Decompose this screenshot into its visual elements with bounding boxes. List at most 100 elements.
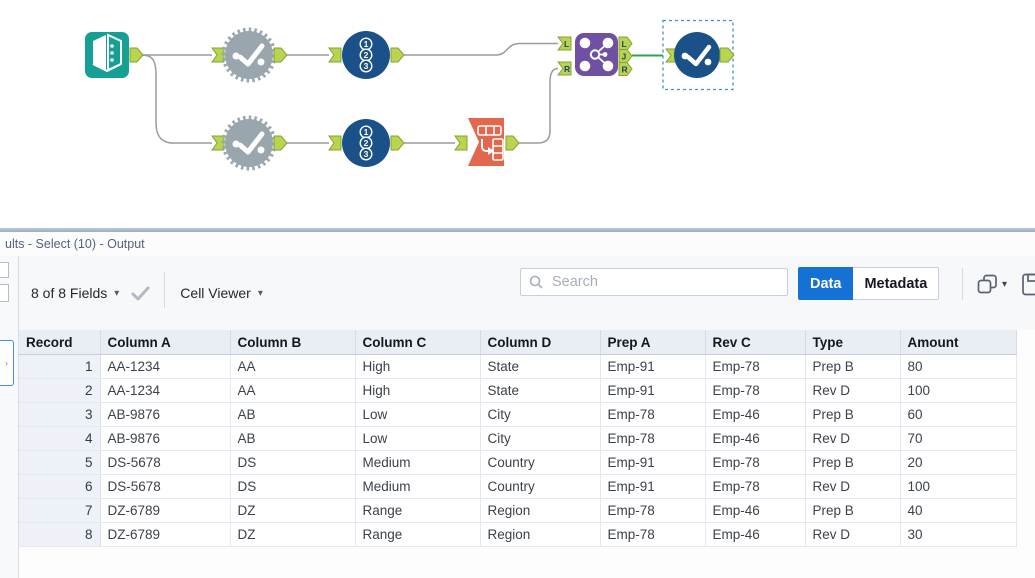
table-cell[interactable]: DS-5678 xyxy=(100,450,231,475)
table-cell[interactable]: AB-9876 xyxy=(100,426,231,451)
table-cell[interactable]: City xyxy=(480,426,601,451)
column-header[interactable]: Rev C xyxy=(705,330,806,355)
rail-expand-button[interactable]: › xyxy=(0,340,14,386)
input-anchor-right[interactable] xyxy=(556,61,572,76)
table-cell[interactable]: 80 xyxy=(900,354,1017,379)
wire-recordid-top-to-join-L[interactable] xyxy=(404,42,558,56)
output-anchor[interactable] xyxy=(273,135,288,151)
table-cell[interactable]: Emp-46 xyxy=(705,522,806,547)
table-cell[interactable]: Emp-78 xyxy=(600,498,706,523)
record-number-cell[interactable]: 1 xyxy=(19,354,101,379)
record-number-cell[interactable]: 2 xyxy=(19,378,101,403)
input-anchor[interactable] xyxy=(454,135,468,151)
copy-button[interactable]: ▾ xyxy=(977,274,1007,294)
table-cell[interactable]: Prep B xyxy=(805,354,901,379)
record-number-cell[interactable]: 5 xyxy=(19,450,101,475)
output-anchor[interactable] xyxy=(719,47,735,63)
table-cell[interactable]: Rev D xyxy=(805,474,901,499)
table-cell[interactable]: Prep B xyxy=(805,450,901,475)
apply-check-icon[interactable] xyxy=(131,286,150,301)
tool-transpose-icon[interactable] xyxy=(454,118,520,166)
table-cell[interactable]: State xyxy=(480,354,601,379)
metadata-tab[interactable]: Metadata xyxy=(853,267,940,300)
table-cell[interactable]: 100 xyxy=(900,378,1017,403)
table-cell[interactable]: DS xyxy=(230,450,356,475)
column-header[interactable]: Column C xyxy=(355,330,481,355)
table-cell[interactable]: Prep B xyxy=(805,498,901,523)
record-number-cell[interactable]: 6 xyxy=(19,474,101,499)
panel-splitter[interactable] xyxy=(0,228,1035,232)
record-number-cell[interactable]: 3 xyxy=(19,402,101,427)
column-header[interactable]: Type xyxy=(805,330,901,355)
table-cell[interactable]: Low xyxy=(355,426,481,451)
table-cell[interactable]: High xyxy=(355,354,481,379)
table-cell[interactable]: Region xyxy=(480,498,601,523)
output-anchor[interactable] xyxy=(273,47,288,63)
column-header[interactable]: Amount xyxy=(900,330,1017,355)
column-header[interactable]: Column A xyxy=(100,330,231,355)
table-cell[interactable]: AA-1234 xyxy=(100,354,231,379)
table-cell[interactable]: AB-9876 xyxy=(100,402,231,427)
table-cell[interactable]: Emp-91 xyxy=(600,474,706,499)
output-anchor[interactable] xyxy=(505,135,520,151)
table-cell[interactable]: Emp-78 xyxy=(705,450,806,475)
table-cell[interactable]: DZ xyxy=(230,498,356,523)
table-cell[interactable]: Rev D xyxy=(805,522,901,547)
table-cell[interactable]: Emp-78 xyxy=(600,426,706,451)
table-cell[interactable]: Emp-78 xyxy=(705,378,806,403)
table-cell[interactable]: Emp-78 xyxy=(705,354,806,379)
table-cell[interactable]: Emp-91 xyxy=(600,354,706,379)
table-cell[interactable]: Medium xyxy=(355,450,481,475)
table-cell[interactable]: DS xyxy=(230,474,356,499)
record-number-cell[interactable]: 7 xyxy=(19,498,101,523)
rail-icon-fragment[interactable] xyxy=(0,284,9,302)
input-anchor-left[interactable] xyxy=(556,36,572,51)
table-cell[interactable]: State xyxy=(480,378,601,403)
column-header[interactable]: Prep A xyxy=(600,330,706,355)
table-cell[interactable]: AA-1234 xyxy=(100,378,231,403)
table-cell[interactable]: 100 xyxy=(900,474,1017,499)
input-anchor[interactable] xyxy=(328,135,342,151)
output-anchor[interactable] xyxy=(390,135,405,151)
record-number-cell[interactable]: 4 xyxy=(19,426,101,451)
column-header[interactable]: Record xyxy=(19,330,101,355)
table-cell[interactable]: Emp-78 xyxy=(705,474,806,499)
table-cell[interactable]: Emp-46 xyxy=(705,402,806,427)
table-cell[interactable]: Medium xyxy=(355,474,481,499)
table-cell[interactable]: AB xyxy=(230,402,356,427)
table-cell[interactable]: Country xyxy=(480,450,601,475)
table-cell[interactable]: AA xyxy=(230,378,356,403)
column-header[interactable]: Column D xyxy=(480,330,601,355)
cell-viewer-dropdown[interactable]: Cell Viewer xyxy=(180,285,251,301)
data-tab[interactable]: Data xyxy=(798,267,854,300)
tool-record-id-top-icon[interactable]: 1 2 3 xyxy=(328,31,405,79)
input-anchor[interactable] xyxy=(211,47,225,63)
save-button[interactable] xyxy=(1021,273,1035,301)
table-cell[interactable]: High xyxy=(355,378,481,403)
table-cell[interactable]: AA xyxy=(230,354,356,379)
table-cell[interactable]: Emp-78 xyxy=(600,402,706,427)
table-cell[interactable]: Rev D xyxy=(805,426,901,451)
chevron-down-icon[interactable]: ▾ xyxy=(257,287,263,299)
column-header[interactable]: Column B xyxy=(230,330,356,355)
table-cell[interactable]: Low xyxy=(355,402,481,427)
table-cell[interactable]: Emp-91 xyxy=(600,450,706,475)
output-anchor-join[interactable] xyxy=(618,49,633,63)
tool-unique-top-icon[interactable] xyxy=(211,27,288,83)
table-cell[interactable]: 40 xyxy=(900,498,1017,523)
table-cell[interactable]: Rev D xyxy=(805,378,901,403)
table-cell[interactable]: Emp-78 xyxy=(600,522,706,547)
table-cell[interactable]: AB xyxy=(230,426,356,451)
table-cell[interactable]: DZ xyxy=(230,522,356,547)
tool-input-data-icon[interactable] xyxy=(85,32,144,78)
input-anchor[interactable] xyxy=(328,47,342,63)
wire-transpose-to-join-R[interactable] xyxy=(519,67,559,144)
tool-select-icon[interactable] xyxy=(662,19,735,91)
tool-unique-bottom-icon[interactable] xyxy=(211,115,288,171)
workflow-canvas[interactable]: 1 2 3 1 2 3 xyxy=(0,0,1035,226)
output-anchor-left[interactable] xyxy=(618,36,633,51)
